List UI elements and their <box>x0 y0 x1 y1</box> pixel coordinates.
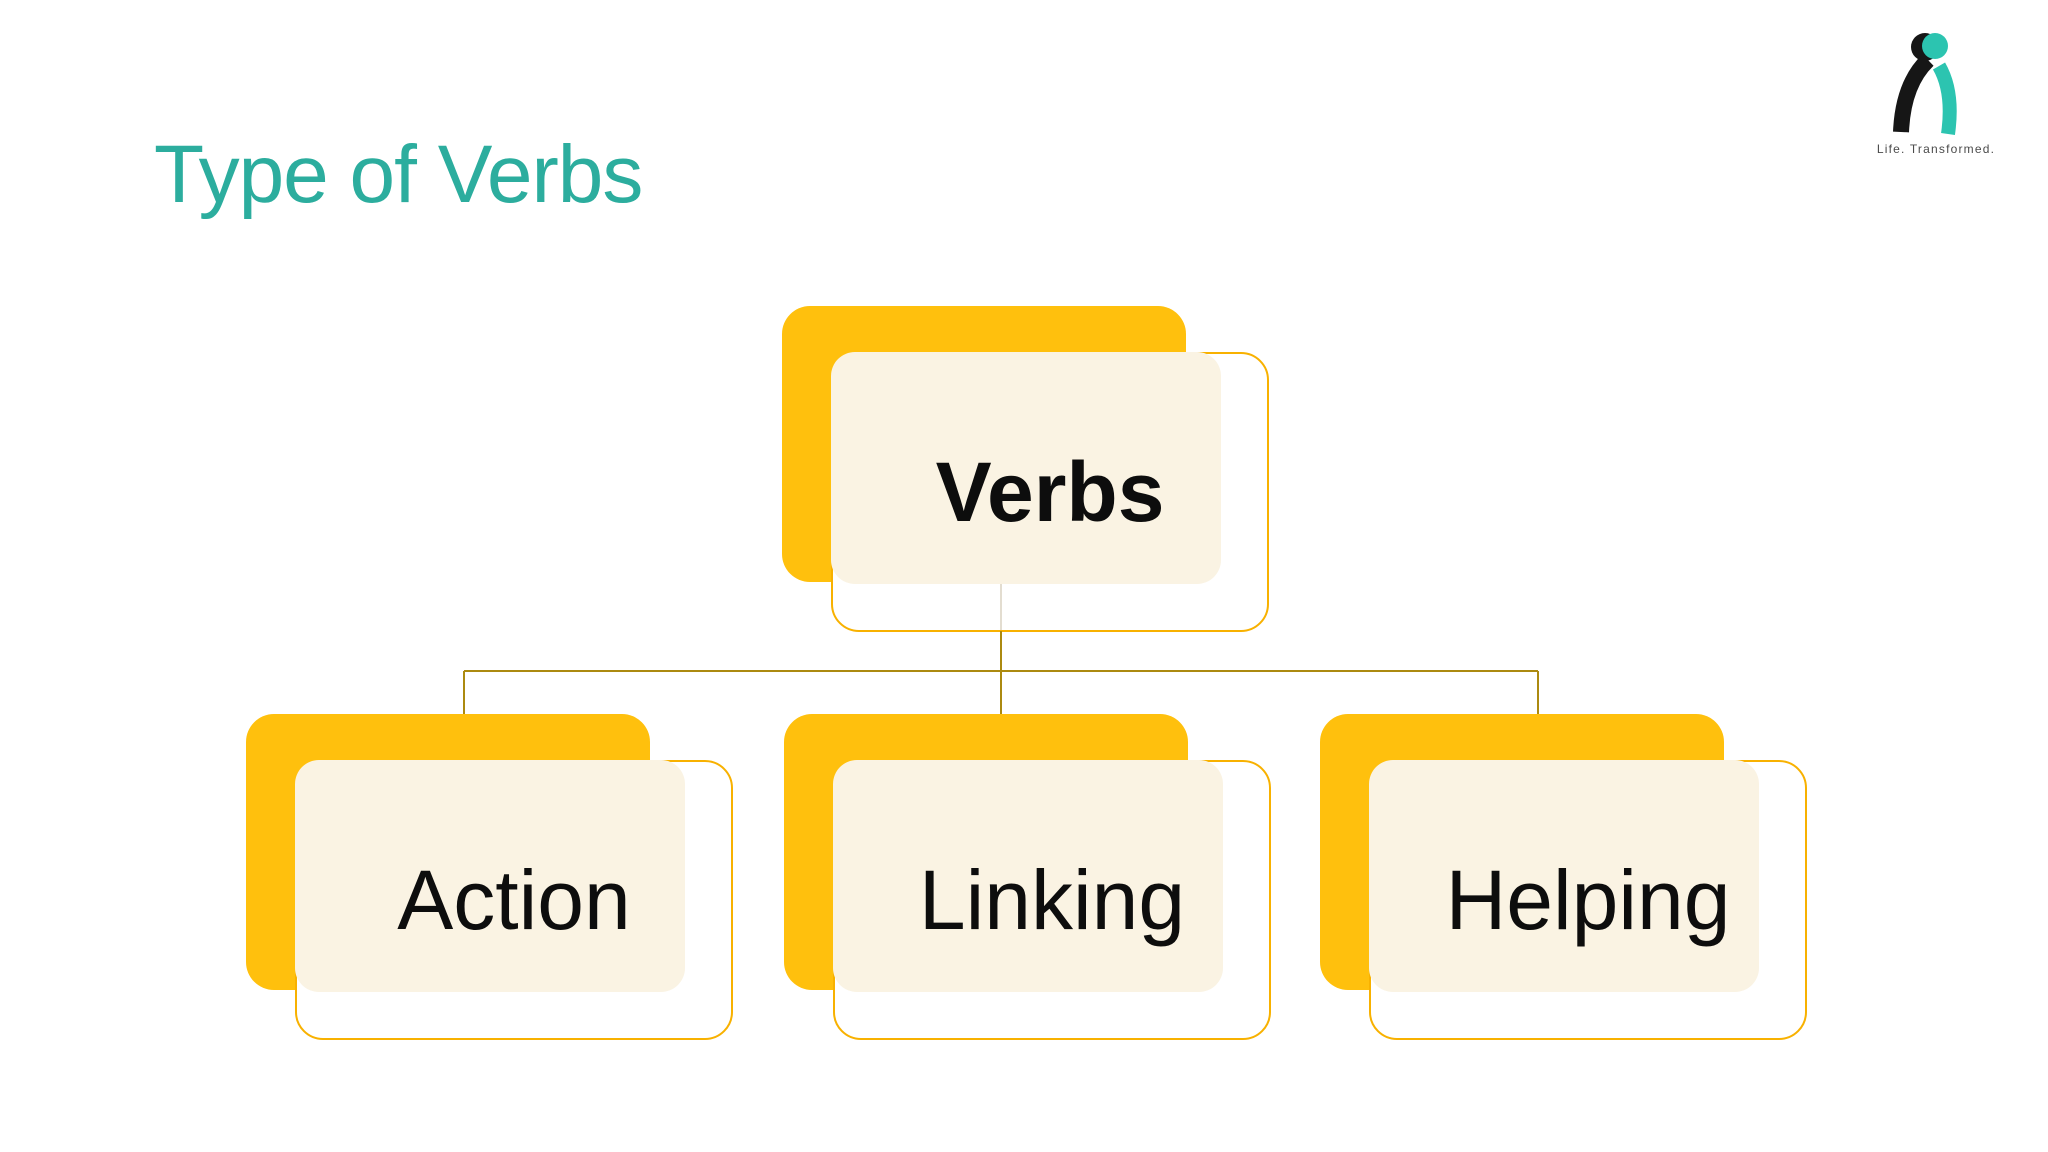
brand-logo: Life. Transformed. <box>1861 8 2011 168</box>
node-label-verbs: Verbs <box>935 444 1165 539</box>
page-title: Type of Verbs <box>154 129 643 220</box>
panel-rect <box>833 760 1223 992</box>
node-linking: Linking <box>784 714 1274 1044</box>
node-label-linking: Linking <box>918 852 1186 947</box>
node-label-helping: Helping <box>1445 852 1731 947</box>
panel-rect <box>831 352 1221 584</box>
person-figure-icon <box>1893 33 1957 135</box>
node-label-action: Action <box>397 852 631 947</box>
panel-rect <box>295 760 685 992</box>
node-helping: Helping <box>1320 714 1810 1044</box>
brand-tagline: Life. Transformed. <box>1876 142 1996 156</box>
node-verbs: Verbs <box>782 306 1272 636</box>
node-action: Action <box>246 714 736 1044</box>
panel-rect <box>1369 760 1759 992</box>
